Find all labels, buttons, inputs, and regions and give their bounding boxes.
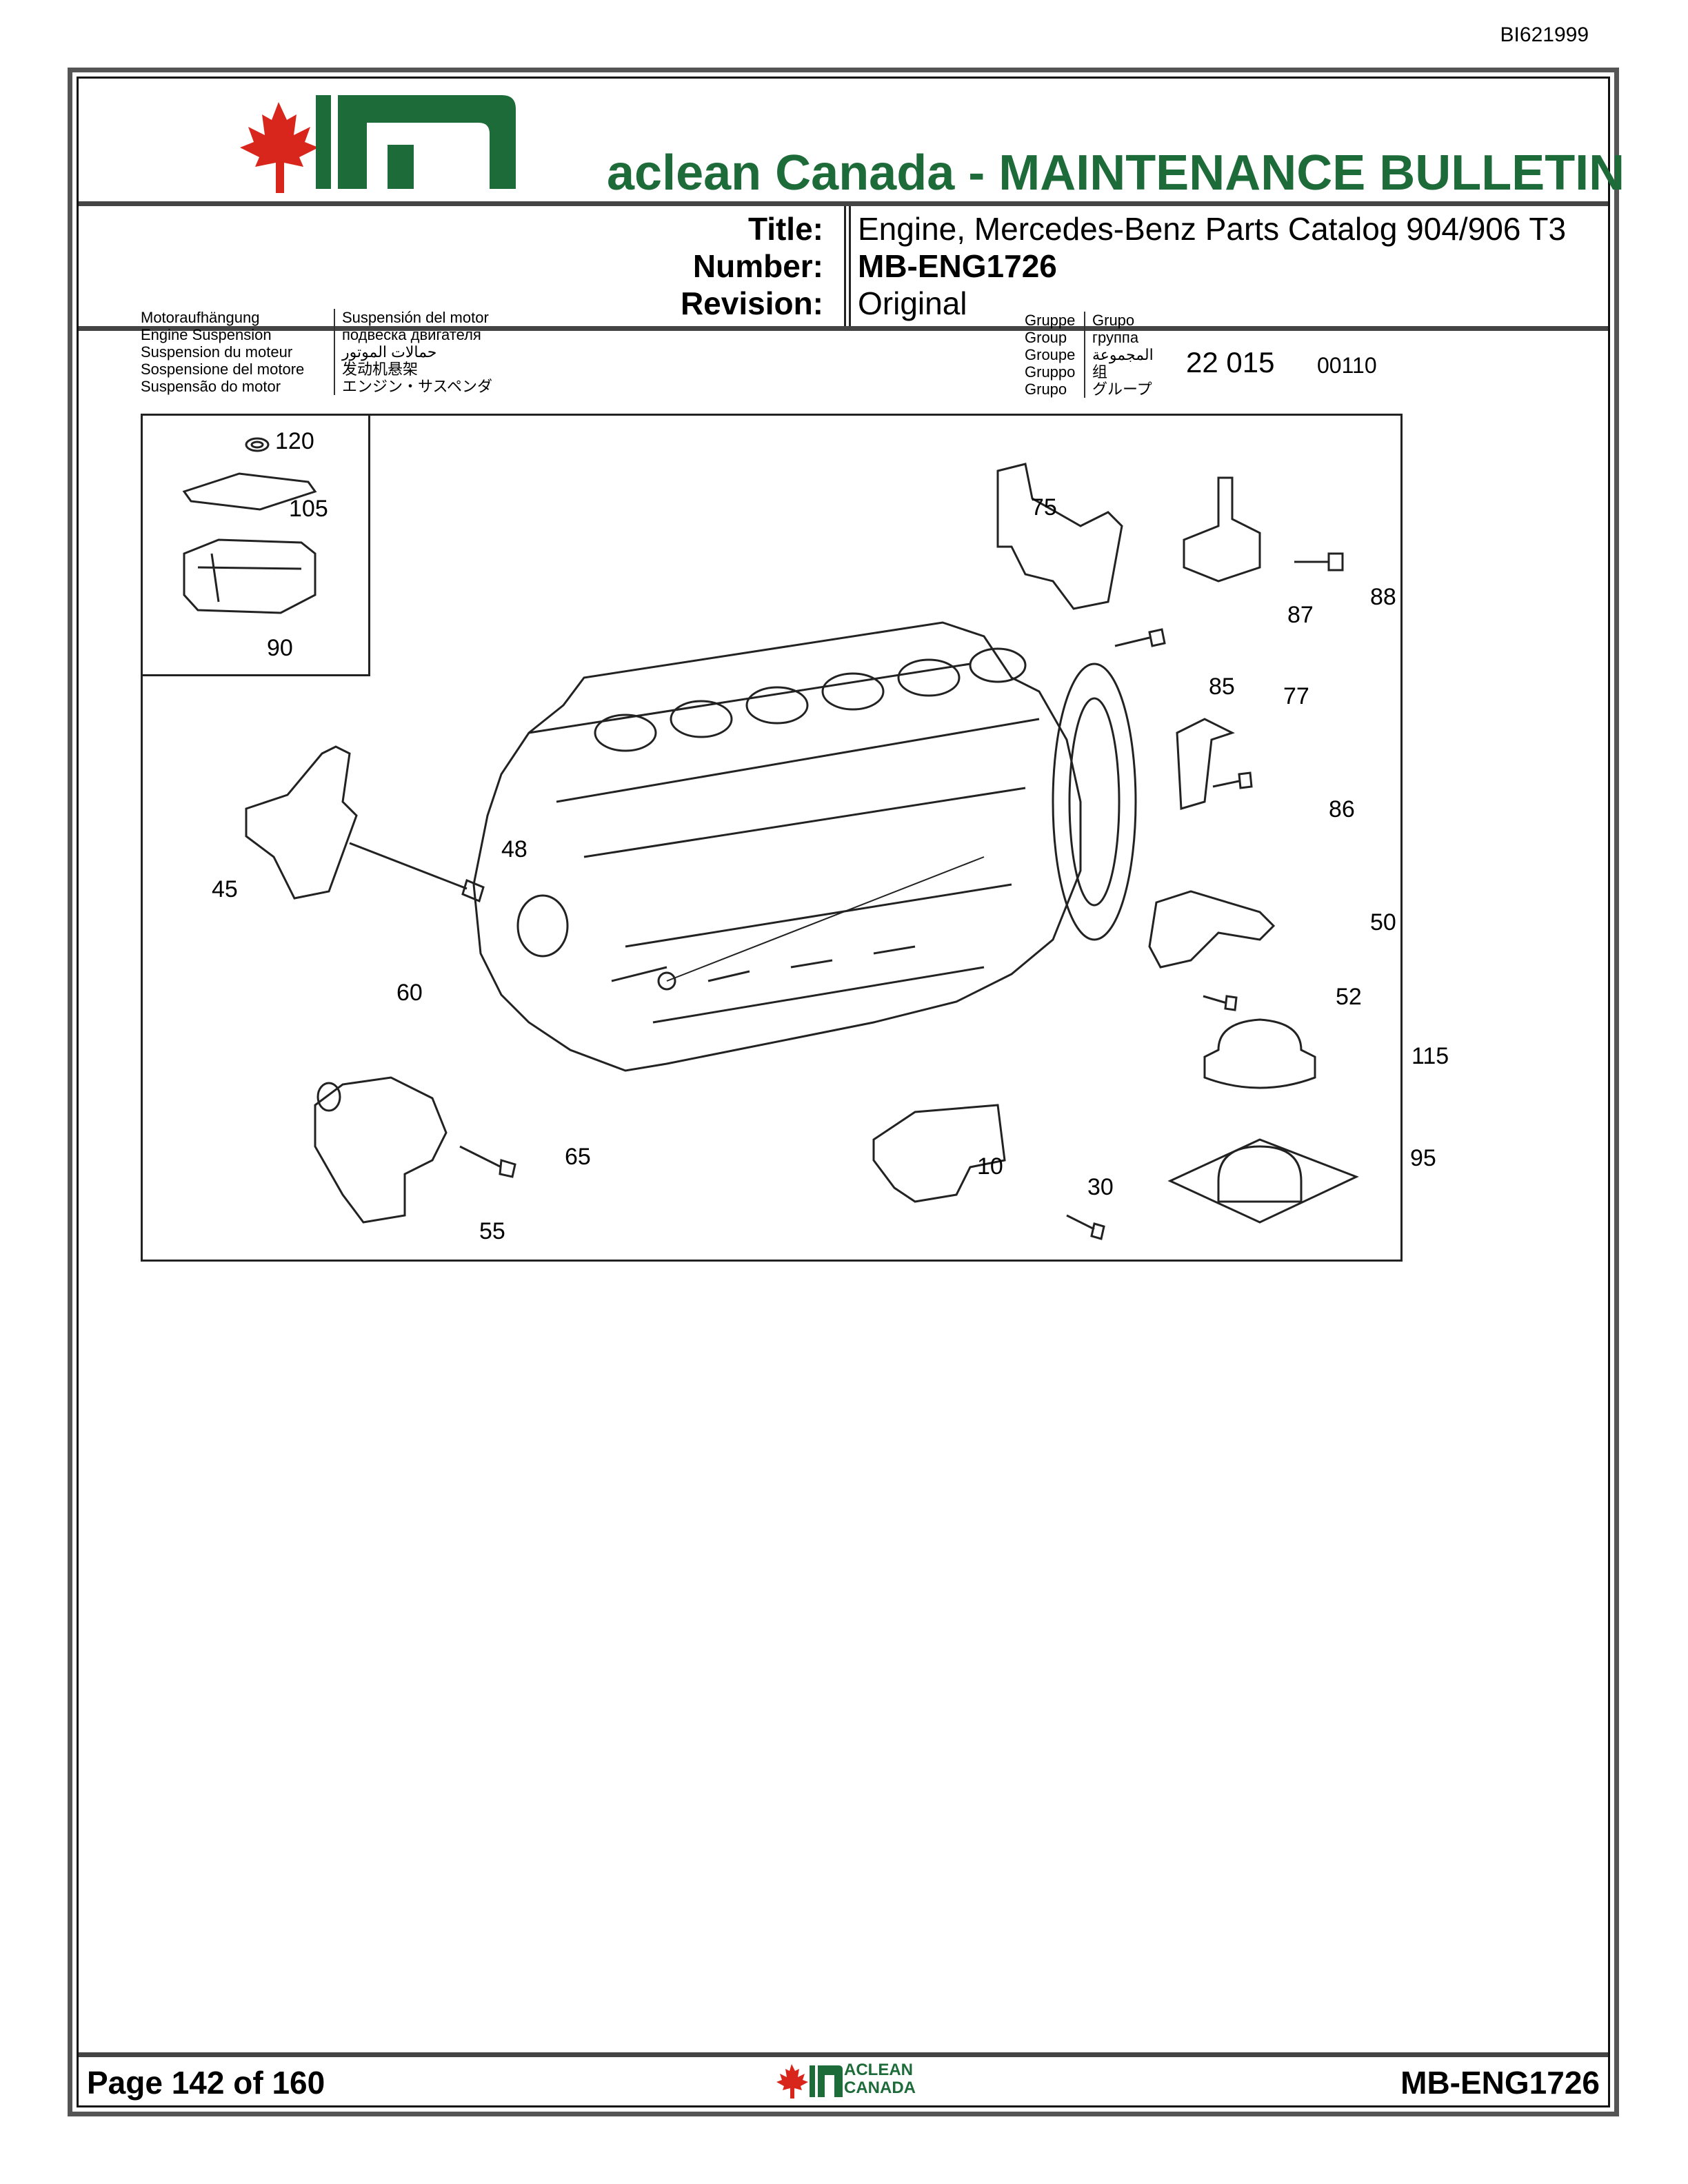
title-label: Title: bbox=[747, 211, 823, 247]
meta-divider bbox=[844, 206, 851, 326]
footer-logo-line2: CANADA bbox=[844, 2079, 916, 2097]
group-line: Gruppo bbox=[1025, 363, 1076, 381]
legend-languages-right: Suspensión del motor подвеска двигателя … bbox=[334, 309, 492, 395]
mount-90-icon bbox=[183, 538, 316, 614]
bracket-87-icon bbox=[1183, 476, 1261, 583]
page-number: Page 142 of 160 bbox=[87, 2065, 325, 2101]
legend-line: Suspension du moteur bbox=[141, 343, 293, 361]
callout-86: 86 bbox=[1329, 796, 1355, 822]
callout-77: 77 bbox=[1283, 683, 1309, 709]
bracket-77-icon bbox=[1176, 718, 1235, 810]
bracket-75-icon bbox=[996, 463, 1123, 610]
callout-95: 95 bbox=[1410, 1145, 1436, 1171]
footer-logo-icon bbox=[776, 2064, 843, 2099]
parts-diagram: 120 105 90 75 87 88 85 77 86 45 48 50 52… bbox=[141, 414, 1449, 1262]
document-id: BI621999 bbox=[1500, 23, 1589, 46]
legend-line: 发动机悬架 bbox=[342, 361, 419, 378]
footer-logo-line1: ACLEAN bbox=[844, 2061, 913, 2079]
bulletin-frame: aclean Canada - MAINTENANCE BULLETIN Tit… bbox=[68, 68, 1625, 2116]
bolt-30-icon bbox=[1066, 1214, 1105, 1240]
callout-120: 120 bbox=[275, 428, 314, 454]
revision-label: Revision: bbox=[680, 285, 823, 321]
mount-inset-box bbox=[143, 416, 370, 676]
bracket-50-icon bbox=[1148, 890, 1276, 969]
bracket-10-icon bbox=[872, 1104, 1006, 1203]
legend-line: Motoraufhängung bbox=[141, 309, 260, 326]
group-line: группа bbox=[1092, 329, 1139, 346]
page-footer: Page 142 of 160 ACLEAN CANADA MB-ENG1726 bbox=[79, 2052, 1608, 2105]
mount-115-icon bbox=[1203, 1018, 1316, 1089]
legend-line: حمالات الموتور bbox=[342, 343, 437, 361]
callout-90: 90 bbox=[267, 635, 293, 661]
callout-60: 60 bbox=[396, 980, 423, 1006]
mount-95-icon bbox=[1167, 1138, 1359, 1224]
title-value: Engine, Mercedes-Benz Parts Catalog 904/… bbox=[858, 211, 1567, 247]
engine-block-drawing bbox=[472, 621, 1137, 1072]
bolt-52-icon bbox=[1203, 995, 1238, 1011]
group-labels-right: Grupo группа المجموعة 组 グループ bbox=[1084, 312, 1154, 398]
legend-line: Suspensão do motor bbox=[141, 378, 281, 395]
group-labels-left: Gruppe Group Groupe Gruppo Grupo bbox=[1025, 312, 1075, 398]
callout-50: 50 bbox=[1370, 909, 1396, 936]
callout-52: 52 bbox=[1336, 984, 1362, 1010]
callout-55: 55 bbox=[479, 1218, 505, 1244]
callout-88: 88 bbox=[1370, 584, 1396, 610]
bolt-65-icon bbox=[459, 1145, 516, 1178]
callout-115: 115 bbox=[1411, 1043, 1449, 1069]
bolt-48-icon bbox=[349, 842, 485, 903]
bracket-45-icon bbox=[245, 745, 358, 900]
group-line: 组 bbox=[1092, 363, 1108, 381]
legend-line: Engine Suspension bbox=[141, 326, 272, 343]
group-line: グループ bbox=[1092, 381, 1152, 398]
callout-45: 45 bbox=[212, 876, 238, 902]
banner: aclean Canada - MAINTENANCE BULLETIN bbox=[79, 79, 1625, 206]
group-number: 22 015 bbox=[1186, 346, 1275, 378]
footer-bulletin-number: MB-ENG1726 bbox=[1400, 2065, 1600, 2101]
number-value: MB-ENG1726 bbox=[858, 248, 1057, 284]
callout-65: 65 bbox=[565, 1144, 591, 1170]
group-line: المجموعة bbox=[1092, 346, 1154, 363]
revision-value: Original bbox=[858, 285, 967, 321]
bulletin-inner: aclean Canada - MAINTENANCE BULLETIN Tit… bbox=[77, 77, 1625, 2107]
maple-leaf-icon bbox=[240, 102, 319, 193]
callout-48: 48 bbox=[501, 836, 528, 862]
legend-languages-left: Motoraufhängung Engine Suspension Suspen… bbox=[141, 309, 304, 395]
banner-title: aclean Canada - MAINTENANCE BULLETIN bbox=[607, 145, 1625, 201]
plate-105-icon bbox=[182, 472, 317, 511]
callout-85: 85 bbox=[1209, 674, 1235, 700]
callout-87: 87 bbox=[1287, 602, 1314, 628]
bracket-55-icon bbox=[314, 1076, 448, 1224]
callout-105: 105 bbox=[289, 496, 328, 522]
legend-line: подвеска двигателя bbox=[342, 326, 481, 343]
footer-logo-text: ACLEAN CANADA bbox=[844, 2061, 916, 2097]
legend-line: Sospensione del motore bbox=[141, 361, 305, 378]
bulletin-meta: Title: Engine, Mercedes-Benz Parts Catal… bbox=[79, 206, 1608, 331]
group-sub-number: 00110 bbox=[1317, 353, 1377, 378]
legend-line: Suspensión del motor bbox=[342, 309, 489, 326]
callout-10: 10 bbox=[977, 1153, 1003, 1180]
washer-60-icon bbox=[316, 1082, 341, 1112]
group-line: Groupe bbox=[1025, 346, 1076, 363]
bolt-86-icon bbox=[1212, 771, 1253, 789]
bolt-88-icon bbox=[1294, 552, 1344, 572]
number-label: Number: bbox=[692, 248, 823, 284]
group-line: Gruppe bbox=[1025, 312, 1076, 329]
parts-drawing bbox=[182, 437, 1359, 1240]
washer-120-icon bbox=[245, 437, 270, 452]
maclean-m-logo bbox=[316, 95, 516, 189]
group-line: Grupo bbox=[1092, 312, 1135, 329]
group-line: Group bbox=[1025, 329, 1067, 346]
callout-75: 75 bbox=[1031, 494, 1057, 520]
group-line: Grupo bbox=[1025, 381, 1067, 398]
legend-line: エンジン・サスペンダ bbox=[342, 378, 493, 395]
bolt-85-icon bbox=[1114, 628, 1166, 647]
callout-30: 30 bbox=[1087, 1174, 1114, 1200]
